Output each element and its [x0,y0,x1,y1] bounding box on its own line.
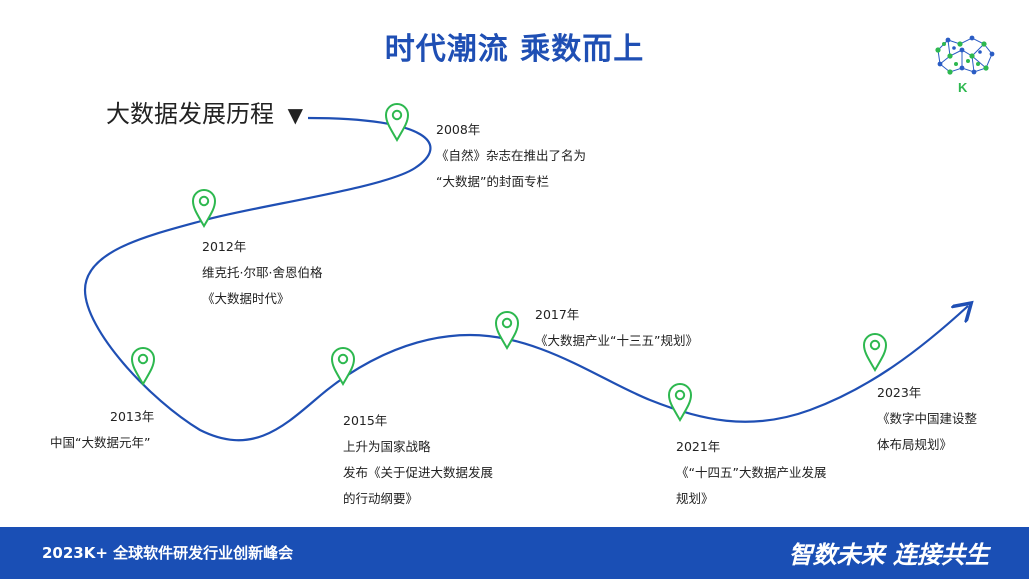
milestone-year: 2012年 [202,239,247,254]
location-pin-icon [667,383,693,422]
milestone-text: 上升为国家战略 [343,439,431,454]
milestone-2013: 2013年 [110,404,154,430]
milestone-2021: 2021年 《“十四五”大数据产业发展 规划》 [676,434,826,512]
milestone-year: 2015年 [343,413,388,428]
conference-name: 2023K+ 全球软件研发行业创新峰会 [42,544,294,562]
location-pin-icon [494,311,520,350]
location-pin-icon [862,333,888,372]
slogan: 智数未来 连接共生 [788,540,989,569]
milestone-text: 《“十四五”大数据产业发展 [676,465,827,480]
milestone-2008: 2008年 《自然》杂志在推出了名为 “大数据”的封面专栏 [436,117,586,195]
milestone-2023: 2023年 《数字中国建设整 体布局规划》 [877,380,977,458]
milestone-text: 规划》 [676,491,714,506]
timeline-heading: 大数据发展历程 ▼ [106,94,303,129]
milestone-2015: 2015年 上升为国家战略 发布《关于促进大数据发展 的行动纲要》 [343,408,493,512]
milestone-text: 发布《关于促进大数据发展 [343,465,494,480]
slide-title: 时代潮流 乘数而上 [384,32,645,67]
milestone-2012: 2012年 维克托·尔耶·舍恩伯格 《大数据时代》 [202,234,322,312]
milestone-2013-text: 中国“大数据元年” [50,430,150,456]
milestone-text: 体布局规划》 [877,437,953,452]
milestone-text: 《数字中国建设整 [877,411,978,426]
milestone-year: 2008年 [436,122,481,137]
milestone-text: 《自然》杂志在推出了名为 [436,148,587,163]
down-triangle-icon: ▼ [287,103,304,127]
milestone-text: “大数据”的封面专栏 [436,174,549,189]
milestone-year: 2017年 [535,307,580,322]
milestone-text: 中国“大数据元年” [50,435,151,450]
location-pin-icon [330,347,356,386]
milestone-2017: 2017年 《大数据产业“十三五”规划》 [535,302,698,354]
milestone-text: 维克托·尔耶·舍恩伯格 [202,265,323,280]
milestone-text: 的行动纲要》 [343,491,419,506]
milestone-year: 2013年 [110,409,155,424]
milestone-text: 《大数据产业“十三五”规划》 [535,333,698,348]
location-pin-icon [384,103,410,142]
route-line [83,116,968,442]
kplus-logo: K [928,28,1000,98]
location-pin-icon [191,189,217,228]
milestone-year: 2023年 [877,385,922,400]
timeline-heading-text: 大数据发展历程 [106,100,274,128]
footer-bar: 2023K+ 全球软件研发行业创新峰会 智数未来 连接共生 [0,527,1029,579]
logo-letter: K [958,80,968,95]
milestone-year: 2021年 [676,439,721,454]
milestone-text: 《大数据时代》 [202,291,290,306]
location-pin-icon [130,347,156,386]
